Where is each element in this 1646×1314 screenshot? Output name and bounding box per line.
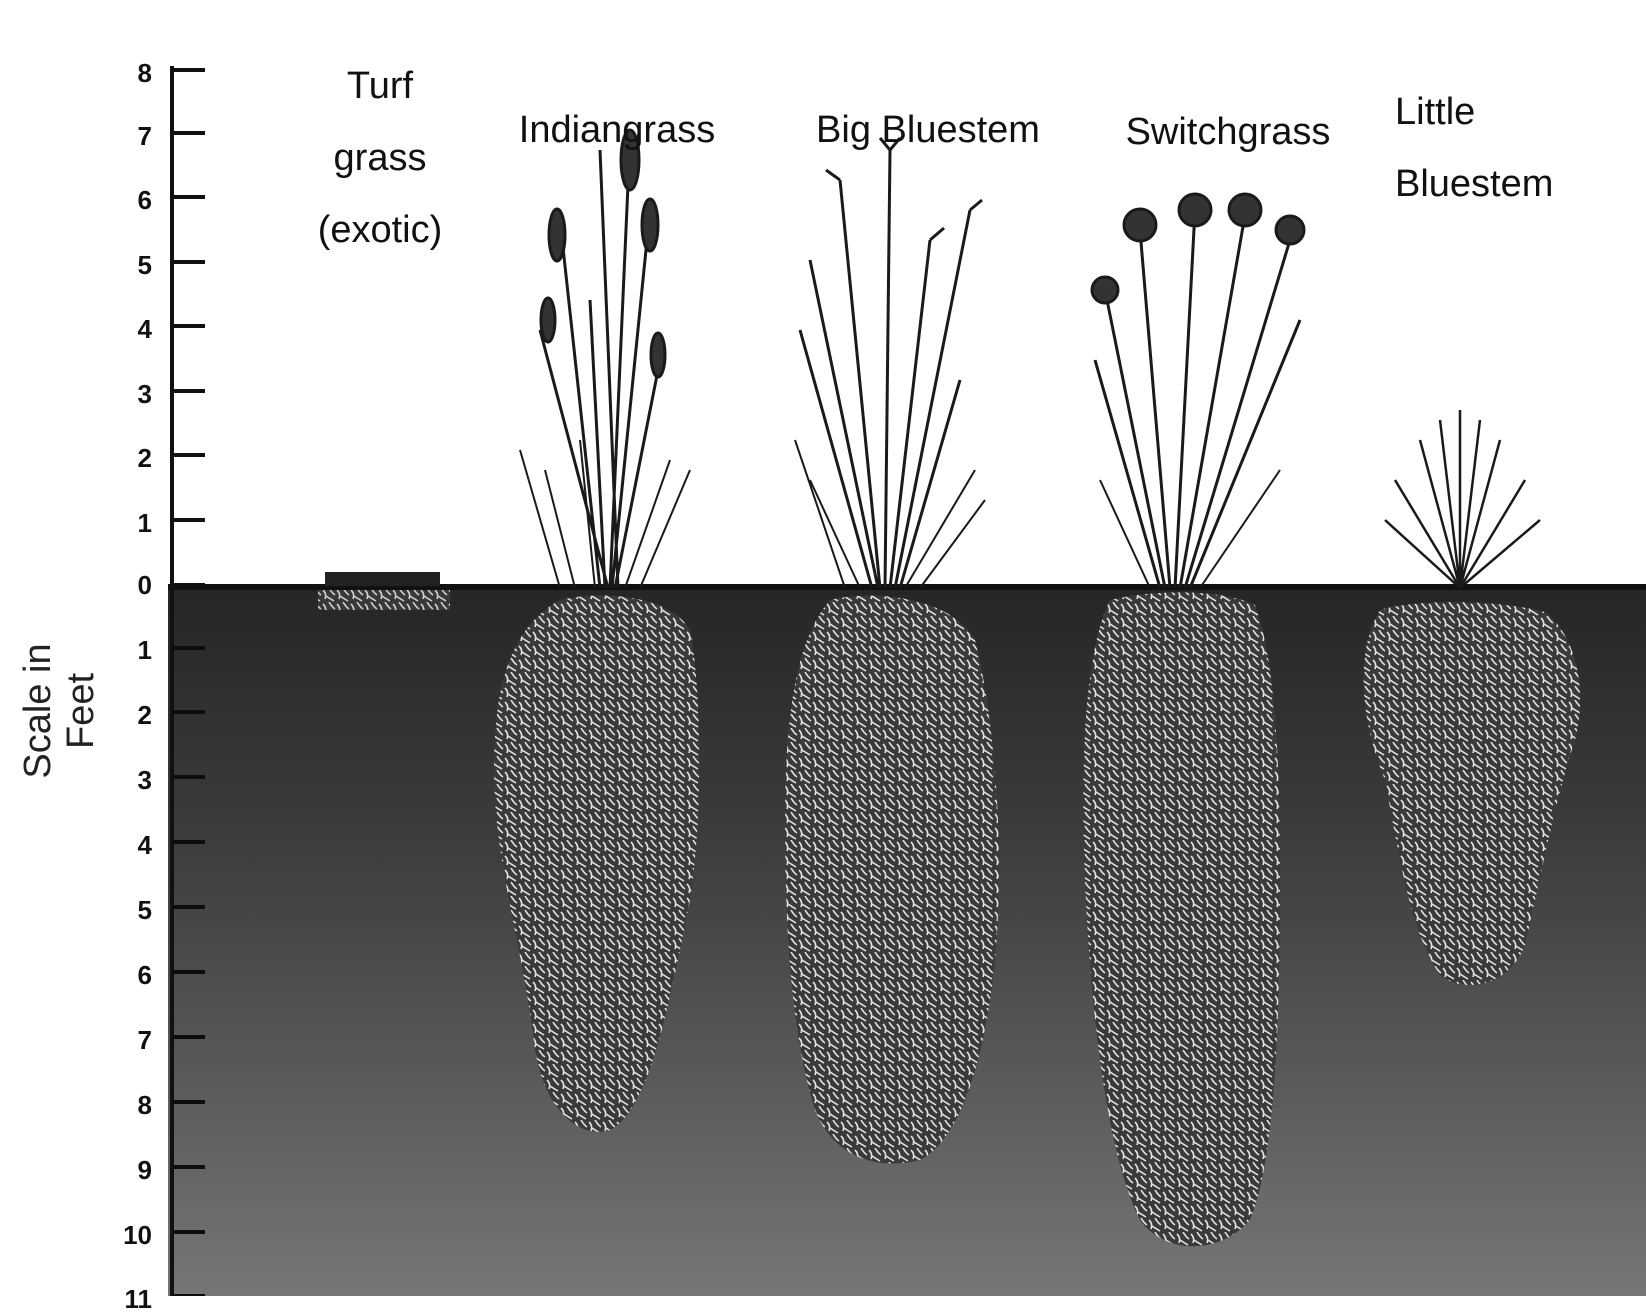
tick-label: 1 (92, 510, 152, 536)
tick-label: 0 (92, 572, 152, 598)
turf-grass-plant (318, 572, 450, 610)
grass-name-line: Little (1395, 94, 1625, 130)
grass-name-line: Bluestem (1395, 166, 1625, 202)
big-bluestem-roots (785, 596, 999, 1164)
tick-label: 4 (92, 316, 152, 342)
tick-label: 7 (92, 1027, 152, 1053)
tick-label: 3 (92, 381, 152, 407)
tick-label: 11 (92, 1286, 152, 1312)
tick-label: 5 (92, 897, 152, 923)
grass-name-little-bluestem: Little Bluestem (1395, 58, 1625, 238)
indiangrass-shoots (520, 130, 690, 588)
grass-name-indiangrass: Indiangrass (487, 76, 747, 184)
grass-name-line: Switchgrass (1093, 114, 1363, 150)
grass-name-big-bluestem: Big Bluestem (783, 76, 1073, 184)
grass-name-turf: Turf grass (exotic) (290, 32, 470, 284)
grass-name-line: grass (290, 140, 470, 176)
big-bluestem-shoots (795, 138, 985, 588)
little-bluestem-shoots (1385, 410, 1540, 588)
tick-label: 6 (92, 187, 152, 213)
tick-label: 6 (92, 962, 152, 988)
tick-label: 3 (92, 767, 152, 793)
grass-name-line: Turf (290, 68, 470, 104)
tick-label: 2 (92, 445, 152, 471)
grass-name-line: Big Bluestem (783, 112, 1073, 148)
grass-name-line: Indiangrass (487, 112, 747, 148)
grass-name-switchgrass: Switchgrass (1093, 78, 1363, 186)
tick-label: 9 (92, 1157, 152, 1183)
tick-label: 2 (92, 702, 152, 728)
grass-name-line: (exotic) (290, 212, 470, 248)
scale-axis-label: Scale in Feet (17, 611, 103, 811)
switchgrass-shoots (1092, 194, 1304, 588)
tick-label: 10 (92, 1222, 152, 1248)
tick-label: 1 (92, 637, 152, 663)
tick-label: 8 (92, 1092, 152, 1118)
tick-label: 4 (92, 832, 152, 858)
tick-label: 7 (92, 123, 152, 149)
tick-label: 5 (92, 252, 152, 278)
tick-label: 8 (92, 60, 152, 86)
